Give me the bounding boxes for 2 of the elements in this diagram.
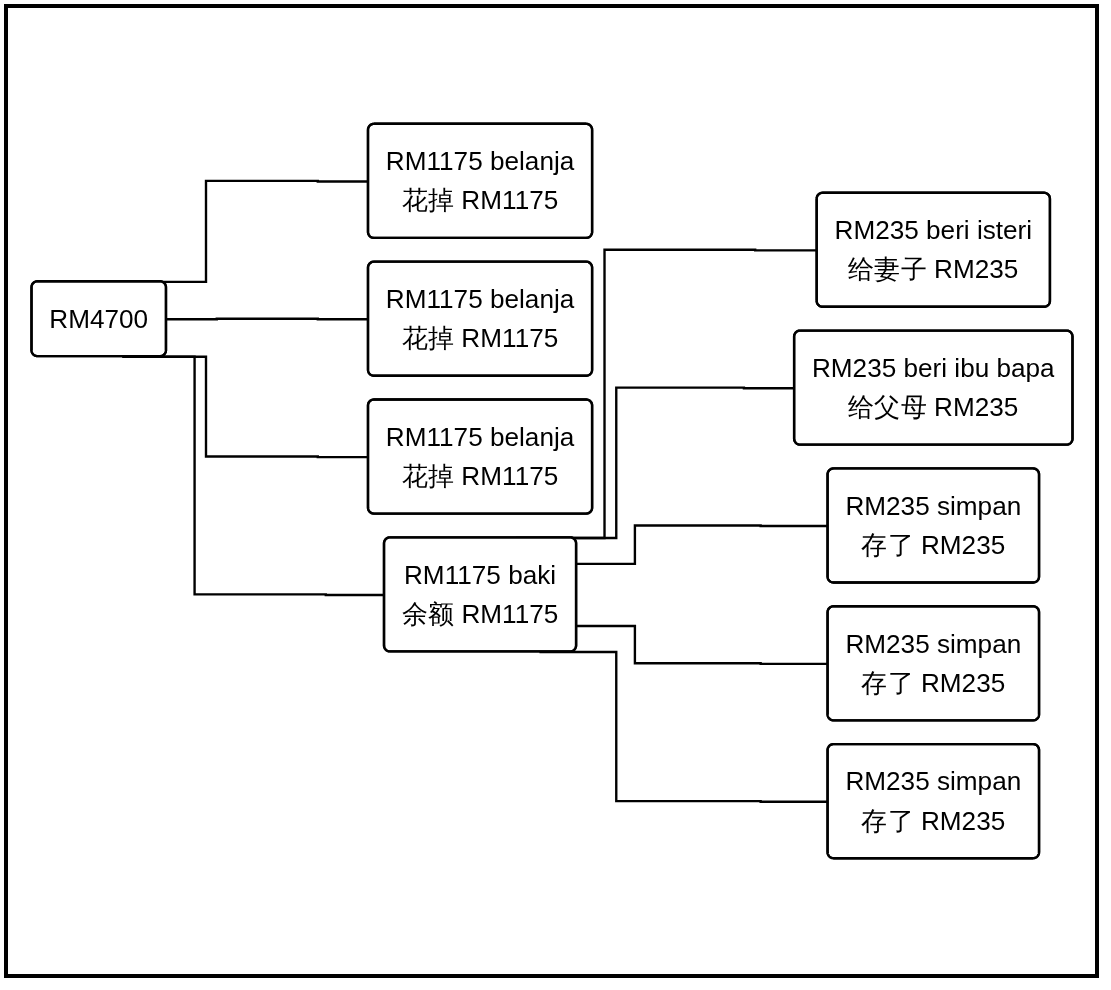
connector: [576, 524, 828, 566]
connector: [576, 624, 828, 666]
